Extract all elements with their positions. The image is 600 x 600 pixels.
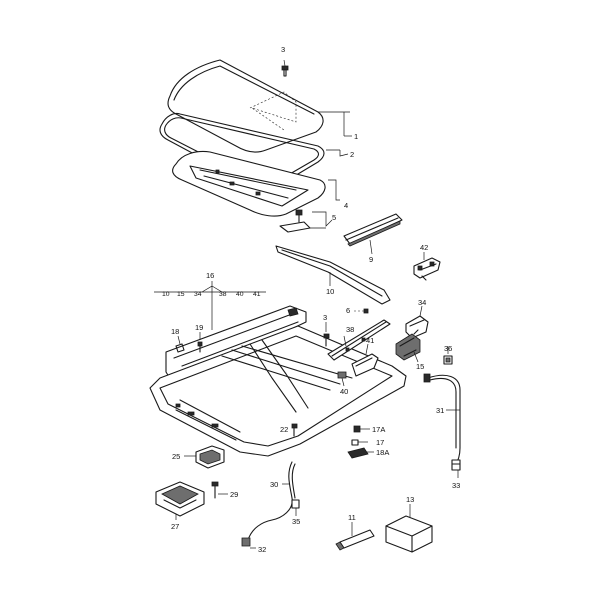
control-unit-part-27[interactable] [155,481,205,517]
valve-part-32[interactable] [241,537,251,547]
callout-3-mid: 3 [323,313,327,322]
drain-hose-part-31[interactable] [423,373,461,465]
kit-box-part-13[interactable] [385,515,433,553]
callout-38: 38 [346,325,354,334]
clip-part-17a[interactable] [353,425,361,433]
valve-part-33[interactable] [451,459,461,471]
clip-part-18a[interactable] [347,447,369,459]
clip-part-17[interactable] [351,439,359,446]
callout-2: 2 [350,150,354,159]
callout-5: 5 [332,213,336,222]
callout-3-top: 3 [281,45,285,54]
group-16-item: 41 [253,291,261,298]
callout-10: 10 [326,287,334,296]
callout-41: 41 [366,336,374,345]
tube-part-11[interactable] [335,529,375,551]
callout-15: 15 [416,362,424,371]
clip-part-18[interactable] [175,343,185,353]
callout-30: 30 [270,480,278,489]
glass-panel-part-1[interactable] [167,59,324,153]
callout-17a: 17A [372,425,385,434]
inner-frame-part-4[interactable] [172,150,326,217]
drain-hose-part-30[interactable] [247,461,296,541]
callout-33: 33 [452,481,460,490]
callout-40: 40 [340,387,348,396]
callout-34: 34 [418,298,426,307]
group-16-item: 10 [162,291,170,298]
lower-frame-tray[interactable] [149,325,407,457]
callout-27: 27 [171,522,179,531]
plug-part-35[interactable] [291,499,300,509]
hinge-part-34[interactable] [405,315,429,339]
cable-guide-part-38[interactable] [327,319,391,361]
bracket-part-15[interactable] [395,333,421,361]
nut-part-40[interactable] [337,371,347,379]
group-16-item: 38 [219,291,227,298]
callout-16: 16 [206,271,214,280]
callout-29: 29 [230,490,238,499]
callout-22: 22 [280,425,288,434]
screw-part-5[interactable] [279,209,311,233]
callout-32: 32 [258,545,266,554]
callout-42: 42 [420,243,428,252]
callout-13: 13 [406,495,414,504]
callout-6: 6 [346,306,350,315]
group-16-item: 40 [236,291,244,298]
callout-18: 18 [171,327,179,336]
callout-9: 9 [369,255,373,264]
bolt-part-3-mid[interactable] [323,333,330,347]
callout-4: 4 [344,201,348,210]
callout-31: 31 [436,406,444,415]
bracket-part-42[interactable] [413,257,441,281]
callout-19: 19 [195,323,203,332]
plug-part-36[interactable] [443,355,453,365]
bolt-part-29[interactable] [211,481,219,499]
callout-1: 1 [354,132,358,141]
group-16-item: 15 [177,291,185,298]
bolt-part-3-top[interactable] [281,59,289,77]
pin-part-6[interactable] [354,308,369,314]
callout-18a: 18A [376,448,389,457]
screw-part-19[interactable] [197,341,203,353]
rail-part-9[interactable] [343,213,403,247]
callout-36: 36 [444,344,452,353]
group-16-item: 34 [194,291,202,298]
callout-25: 25 [172,452,180,461]
callout-17: 17 [376,438,384,447]
callout-35: 35 [292,517,300,526]
group-16-list: 10 15 34 38 40 41 [162,291,261,298]
motor-part-25[interactable] [195,445,225,469]
screw-part-22[interactable] [291,423,298,437]
plate-part-41[interactable] [351,353,379,377]
wind-deflector-part-10[interactable] [275,245,391,305]
callout-11: 11 [348,513,356,522]
